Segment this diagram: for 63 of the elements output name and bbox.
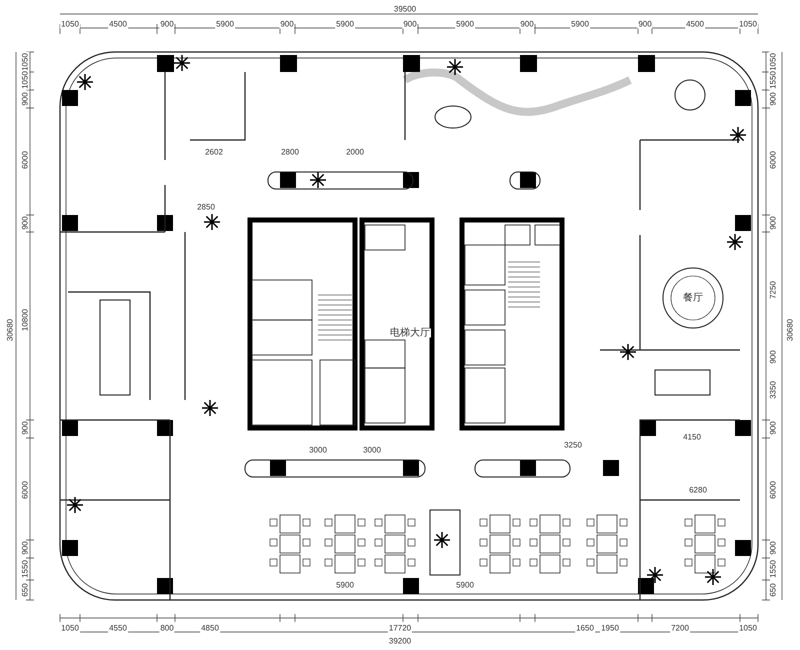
dimension-text: 1650	[575, 624, 595, 632]
dimension-text: 1550	[768, 559, 778, 579]
dimension-text: 2800	[280, 148, 300, 156]
dimension-text: 900	[768, 91, 778, 107]
dimension-text: 1050	[60, 20, 80, 28]
dimension-text: 17720	[388, 624, 412, 632]
dimension-text: 6000	[20, 150, 30, 170]
dimension-text: 4500	[108, 20, 128, 28]
dimension-text: 900	[637, 20, 653, 28]
dimension-text: 5900	[455, 580, 475, 590]
dimension-text: 650	[768, 582, 778, 598]
dimension-text: 4150	[682, 432, 702, 442]
dimension-text: 39500	[392, 4, 418, 14]
dimension-text: 3000	[362, 446, 382, 454]
dimension-text: 4850	[200, 624, 220, 632]
dimension-text: 2850	[196, 202, 216, 212]
dimension-text: 6000	[768, 150, 778, 170]
dimension-text: 900	[768, 420, 778, 436]
dimension-text: 1550	[768, 70, 778, 90]
dimension-text: 5900	[215, 20, 235, 28]
dimension-text: 30680	[6, 318, 14, 342]
dimension-text: 1050	[20, 70, 30, 90]
dimension-text: 5900	[335, 580, 355, 590]
dimension-text: 900	[20, 91, 30, 107]
dimension-text: 1050	[768, 52, 778, 72]
dimension-text: 900	[279, 20, 295, 28]
dimension-text: 7250	[768, 280, 778, 300]
dimension-text: 1950	[600, 624, 620, 632]
dimension-text: 2000	[345, 148, 365, 156]
dimension-text: 1050	[738, 624, 758, 632]
dimension-text: 4500	[685, 20, 705, 28]
dimension-text: 900	[768, 540, 778, 556]
dimension-text: 1550	[20, 559, 30, 579]
dimension-text: 5900	[455, 20, 475, 28]
dimension-text: 900	[20, 540, 30, 556]
dimension-text: 5900	[335, 20, 355, 28]
dimension-text: 30680	[786, 318, 794, 342]
room-label: 餐厅	[682, 294, 704, 302]
dimension-text: 3350	[768, 380, 778, 400]
dimension-text: 6280	[688, 486, 708, 494]
dimension-text: 6000	[20, 480, 30, 500]
dimension-text: 7200	[670, 624, 690, 632]
dimension-text: 900	[519, 20, 535, 28]
dimension-text: 2602	[204, 148, 224, 156]
dimension-text: 900	[402, 20, 418, 28]
dimension-text: 1050	[20, 52, 30, 72]
dimension-text: 39200	[388, 636, 412, 646]
dimension-text: 4550	[108, 624, 128, 632]
dimension-text: 900	[159, 20, 175, 28]
dimension-text: 6000	[768, 480, 778, 500]
dimension-text: 10800	[20, 308, 30, 332]
dimension-text: 5900	[570, 20, 590, 28]
room-label: 电梯大厅	[389, 328, 431, 338]
dimension-text: 1050	[60, 624, 80, 632]
dimension-text: 900	[768, 349, 778, 365]
dimension-text: 3250	[563, 440, 583, 450]
dimension-text: 900	[768, 215, 778, 231]
dimension-text: 650	[20, 582, 30, 598]
dimension-text: 900	[20, 215, 30, 231]
dimension-text: 800	[159, 624, 175, 632]
dimension-text: 1050	[738, 20, 758, 28]
dimension-text: 900	[20, 420, 30, 436]
dimension-text: 3000	[308, 446, 328, 454]
